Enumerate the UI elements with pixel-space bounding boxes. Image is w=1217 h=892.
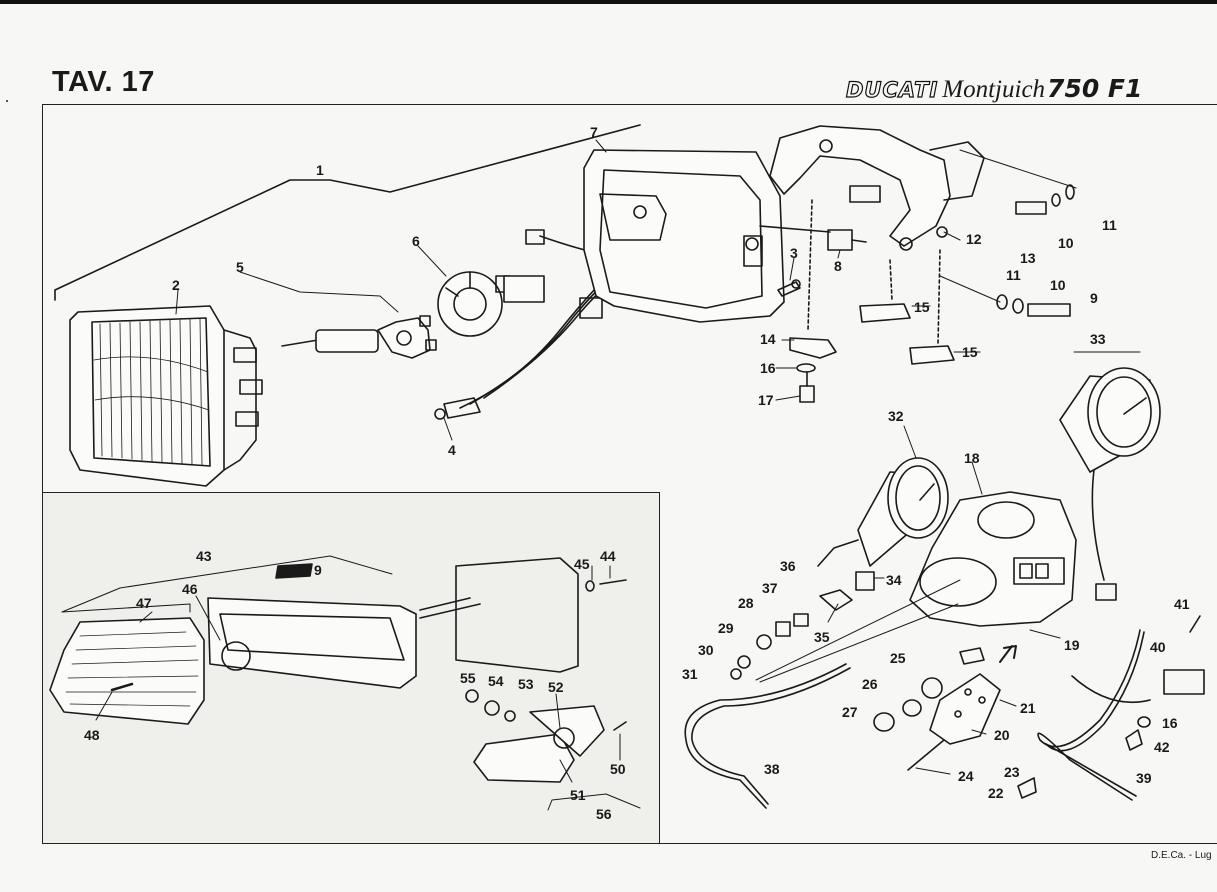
tachometer-cable — [1037, 629, 1145, 801]
callout-47: 47 — [136, 595, 152, 611]
callout-41: 41 — [1174, 596, 1190, 612]
scan-speck — [6, 100, 8, 102]
callout-16b: 16 — [1162, 715, 1178, 731]
callout-10a: 10 — [1058, 235, 1074, 251]
callout-45: 45 — [574, 556, 590, 572]
callout-14: 14 — [760, 331, 776, 347]
cable-drive-parts — [1071, 615, 1205, 751]
callout-32: 32 — [888, 408, 904, 424]
callout-37: 37 — [762, 580, 778, 596]
brand-variant: 750 F1 — [1047, 74, 1143, 103]
callout-10b: 10 — [1050, 277, 1066, 293]
mounting-hardware — [789, 199, 955, 403]
bulb-holder-ring — [437, 271, 511, 337]
mounting-plate — [907, 673, 1037, 799]
callout-15b: 15 — [962, 344, 978, 360]
callout-16a: 16 — [760, 360, 776, 376]
callout-23: 23 — [1004, 764, 1020, 780]
brand-model: Montjuich — [942, 76, 1046, 103]
connector-8 — [827, 229, 867, 251]
callout-55: 55 — [460, 670, 476, 686]
callout-2: 2 — [172, 277, 180, 293]
callout-5: 5 — [236, 259, 244, 275]
tail-light-assembly — [49, 555, 641, 811]
callout-40: 40 — [1150, 639, 1166, 655]
instrument-small-parts — [730, 571, 961, 732]
callout-52: 52 — [548, 679, 564, 695]
top-border-bar — [0, 0, 1217, 4]
callout-33: 33 — [1090, 331, 1106, 347]
callout-21: 21 — [1020, 700, 1036, 716]
brand-make: DUCATI — [845, 77, 939, 102]
callout-25: 25 — [890, 650, 906, 666]
callout-1: 1 — [316, 162, 324, 178]
callout-36: 36 — [780, 558, 796, 574]
plate-title: TAV. 17 — [52, 66, 155, 98]
callout-20: 20 — [994, 727, 1010, 743]
callout-51: 51 — [570, 787, 586, 803]
leader-lines — [95, 139, 1061, 783]
callout-7: 7 — [590, 124, 598, 140]
screw-3 — [777, 279, 801, 297]
callout-12: 12 — [966, 231, 982, 247]
headlamp-shell — [583, 149, 785, 323]
screws-and-washers — [939, 149, 1077, 317]
callout-39: 39 — [1136, 770, 1152, 786]
callout-8: 8 — [834, 258, 842, 274]
callout-42: 42 — [1154, 739, 1170, 755]
headlamp-support-bracket — [759, 125, 985, 251]
callout-31: 31 — [682, 666, 698, 682]
callout-48: 48 — [84, 727, 100, 743]
callout-4: 4 — [448, 442, 456, 458]
callout-6: 6 — [412, 233, 420, 249]
callout-50: 50 — [610, 761, 626, 777]
callout-44: 44 — [600, 548, 616, 564]
callout-28: 28 — [738, 595, 754, 611]
headlamp-bulb — [281, 315, 437, 359]
callout-9: 9 — [1090, 290, 1098, 306]
callout-27: 27 — [842, 704, 858, 720]
instrument-panel — [909, 491, 1077, 665]
callout-56: 56 — [596, 806, 612, 822]
callout-11a: 11 — [1102, 217, 1117, 233]
callout-49: 9 — [314, 562, 322, 578]
callout-34: 34 — [886, 572, 902, 588]
callout-19: 19 — [1064, 637, 1080, 653]
callout-38: 38 — [764, 761, 780, 777]
callout-18: 18 — [964, 450, 980, 466]
callout-13: 13 — [1020, 250, 1036, 266]
callout-35: 35 — [814, 629, 830, 645]
headlamp-unit — [69, 305, 263, 487]
callout-24: 24 — [958, 768, 974, 784]
callout-46: 46 — [182, 581, 198, 597]
callout-43: 43 — [196, 548, 212, 564]
callout-26: 26 — [862, 676, 878, 692]
callout-17: 17 — [758, 392, 774, 408]
speedometer-cable — [684, 663, 851, 809]
tachometer — [817, 457, 949, 567]
callout-53: 53 — [518, 676, 534, 692]
callout-54: 54 — [488, 673, 504, 689]
callout-22: 22 — [988, 785, 1004, 801]
speedometer — [1059, 351, 1161, 601]
callout-15a: 15 — [914, 299, 930, 315]
assembly-bracket-1 — [54, 124, 641, 301]
footer-credit: D.E.Ca. - Lug — [1151, 850, 1212, 861]
callout-3: 3 — [790, 245, 798, 261]
callout-11b: 11 — [1006, 267, 1021, 283]
callout-29: 29 — [718, 620, 734, 636]
callout-30: 30 — [698, 642, 714, 658]
